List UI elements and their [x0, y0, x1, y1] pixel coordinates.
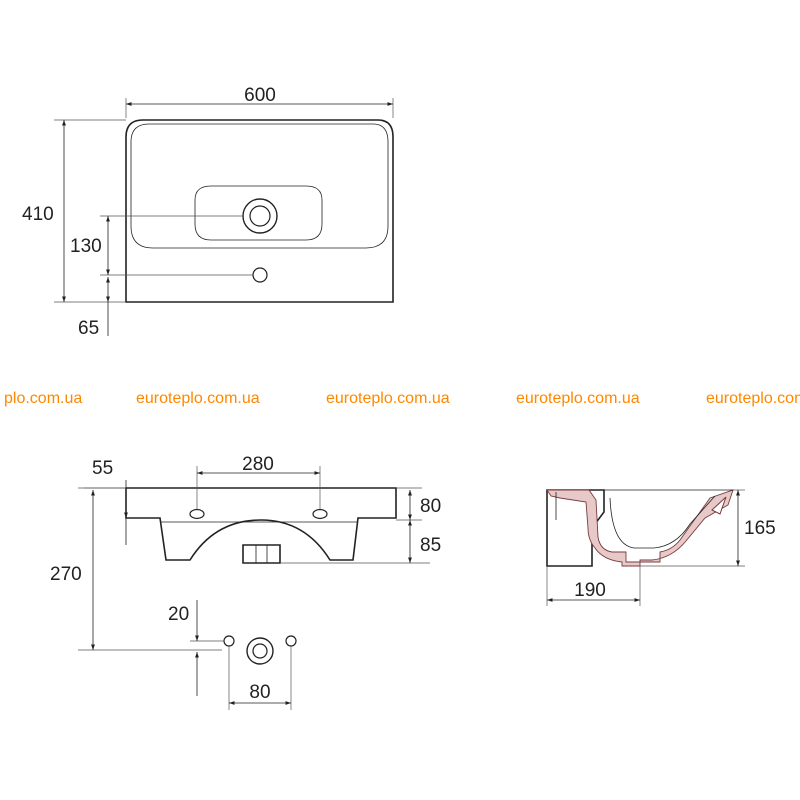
- dim-edge-offset-label: 55: [92, 458, 113, 479]
- tap-recess: [194, 185, 323, 241]
- drain-detail: 20 80: [168, 600, 297, 710]
- basin-front-outline: [125, 487, 397, 561]
- dim-mount-spacing-label: 280: [242, 454, 274, 475]
- front-view: 280 55 80 85 270: [50, 454, 441, 651]
- watermark-3: euroteplo.com.ua: [326, 390, 450, 407]
- dim-hole-spacing-label: 80: [249, 682, 270, 703]
- dim-overflow-offset-label: 65: [78, 318, 99, 339]
- dim-tap-offset-label: 130: [70, 236, 102, 257]
- mount-hole-left: [189, 508, 205, 520]
- watermark-1: plo.com.ua: [4, 390, 82, 407]
- tap-hole-inner: [249, 205, 271, 227]
- dim-depth-label: 410: [22, 204, 54, 225]
- dim-total-height-label: 270: [50, 564, 82, 585]
- overflow-hole: [252, 267, 268, 283]
- dim-side-height-label: 165: [744, 518, 776, 539]
- dim-hole-offset-label: 20: [168, 604, 189, 625]
- watermark-5: euroteplo.com.ua: [706, 390, 800, 407]
- side-view: 165 190: [546, 489, 776, 606]
- side-section-hatch: [546, 489, 734, 567]
- dim-side-depth-label: 190: [574, 580, 606, 601]
- drain-side-hole-right: [285, 635, 297, 647]
- basin-inner-bowl: [130, 123, 389, 249]
- watermark-row: plo.com.ua euroteplo.com.ua euroteplo.co…: [4, 390, 800, 407]
- front-drain-stub: [242, 544, 281, 564]
- dim-width-label: 600: [244, 85, 276, 106]
- dim-rim-height-label: 80: [420, 496, 441, 517]
- drain-side-hole-left: [223, 635, 235, 647]
- drain-main-inner: [252, 643, 268, 659]
- side-overflow-slot: [711, 496, 727, 515]
- watermark-2: euroteplo.com.ua: [136, 390, 260, 407]
- mount-hole-right: [312, 508, 328, 520]
- top-view: 600 410 130 65: [22, 85, 394, 339]
- dim-bowl-depth-label: 85: [420, 535, 441, 556]
- watermark-4: euroteplo.com.ua: [516, 390, 640, 407]
- side-bowl-curve: [604, 489, 733, 549]
